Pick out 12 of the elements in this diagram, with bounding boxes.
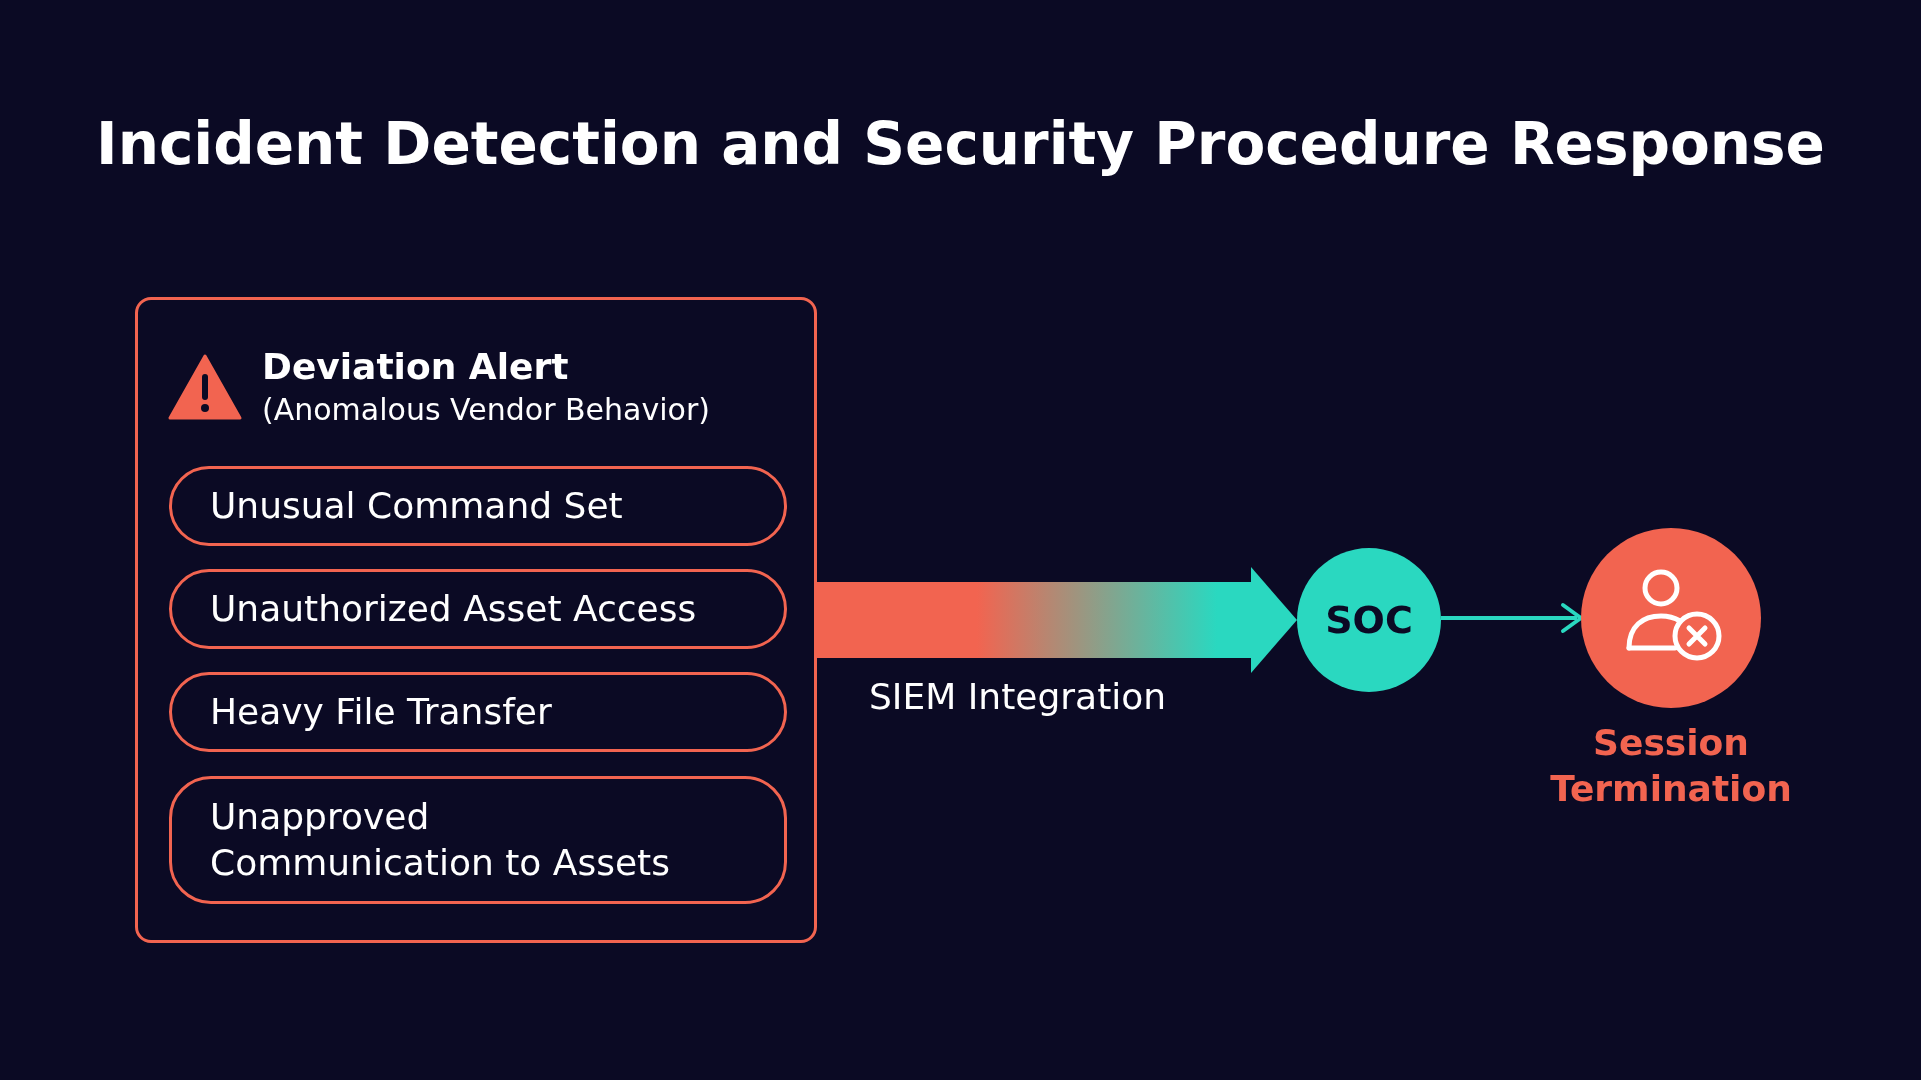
title: Incident Detection and Security Procedure Response [95,110,1826,178]
criterion-pill: Unapproved Communication to Assets [169,776,787,904]
arrow [817,567,1297,673]
soc-circle: SOC [1297,548,1441,692]
panel-subheading: (Anomalous Vendor Behavior) [262,392,710,427]
criterion-pill: Unusual Command Set [169,466,787,546]
criterion-pill: Heavy File Transfer [169,672,787,752]
node-caption: Session Termination [1549,721,1793,811]
panel-heading: Deviation Alert [262,346,569,387]
alert-panel [135,297,817,943]
arrow [1441,603,1583,633]
criterion-pill: Unauthorized Asset Access [169,569,787,649]
